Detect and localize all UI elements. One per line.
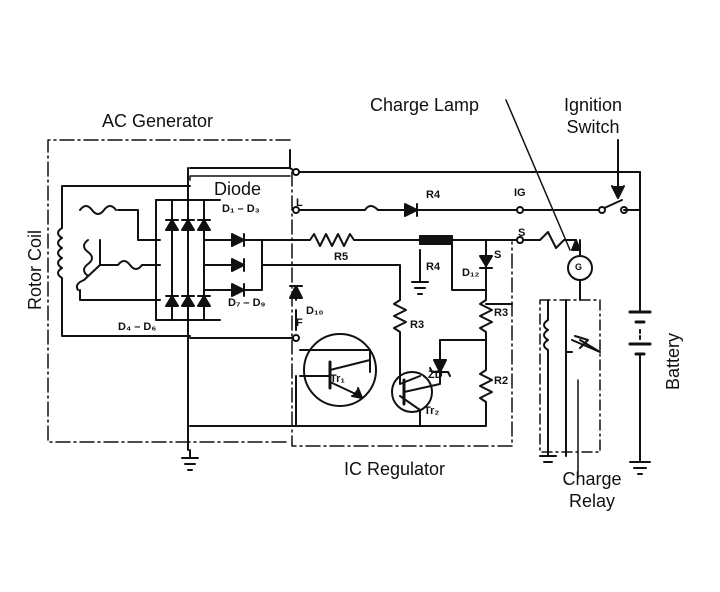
ac-generator-label: AC Generator [102,111,214,131]
r5-label: R5 [334,251,349,263]
r4-top-label: R4 [426,189,441,201]
ic-regulator-label: IC Regulator [344,459,446,479]
r2-label: R2 [494,375,509,387]
terminal-s2-label: S [494,249,502,261]
d10-label: D₁₀ [306,305,324,317]
battery-label: Battery [663,332,683,390]
terminal-f-label: F [296,317,303,329]
ignition-switch-label-line1: Ignition [563,95,623,115]
g-label: G [575,262,583,272]
tr2-label: Tr₂ [424,405,440,417]
terminal-s-label: S [518,227,526,239]
charge-relay-label-line1: Charge [562,469,622,489]
r4-label: R4 [426,261,441,273]
r3-right-label: R3 [494,307,509,319]
charge-relay-label: Charge Relay [552,470,632,510]
terminal-l-label: L [296,197,303,209]
charge-lamp-label: Charge Lamp [370,95,480,115]
ignition-switch-label-line2: Switch [566,117,620,137]
charge-relay-label-line2: Relay [568,491,616,511]
ignition-switch-label: Ignition Switch [553,96,633,136]
stator-winding [75,205,161,301]
zd-label: ZD [428,369,443,381]
rotor-coil-label: Rotor Coil [25,229,45,310]
ic-regulator-boundary [291,171,513,447]
terminal-ig-label: IG [514,187,526,199]
ac-generator-boundary [47,139,291,443]
d7-d9-label: D₇ – D₉ [228,297,266,309]
battery-symbol [628,254,652,475]
d4-d6-label: D₄ – D₆ [118,321,157,333]
d12-label: D₁₂ [462,267,480,279]
tr2-circle [391,371,433,413]
r3-left-label: R3 [410,319,425,331]
tr1-circle [303,333,377,407]
d1-d3-label: D₁ – D₃ [222,203,260,215]
rotor-coil [57,185,191,337]
diode-label: Diode [212,179,264,199]
tr1-label: Tr₁ [330,373,345,385]
